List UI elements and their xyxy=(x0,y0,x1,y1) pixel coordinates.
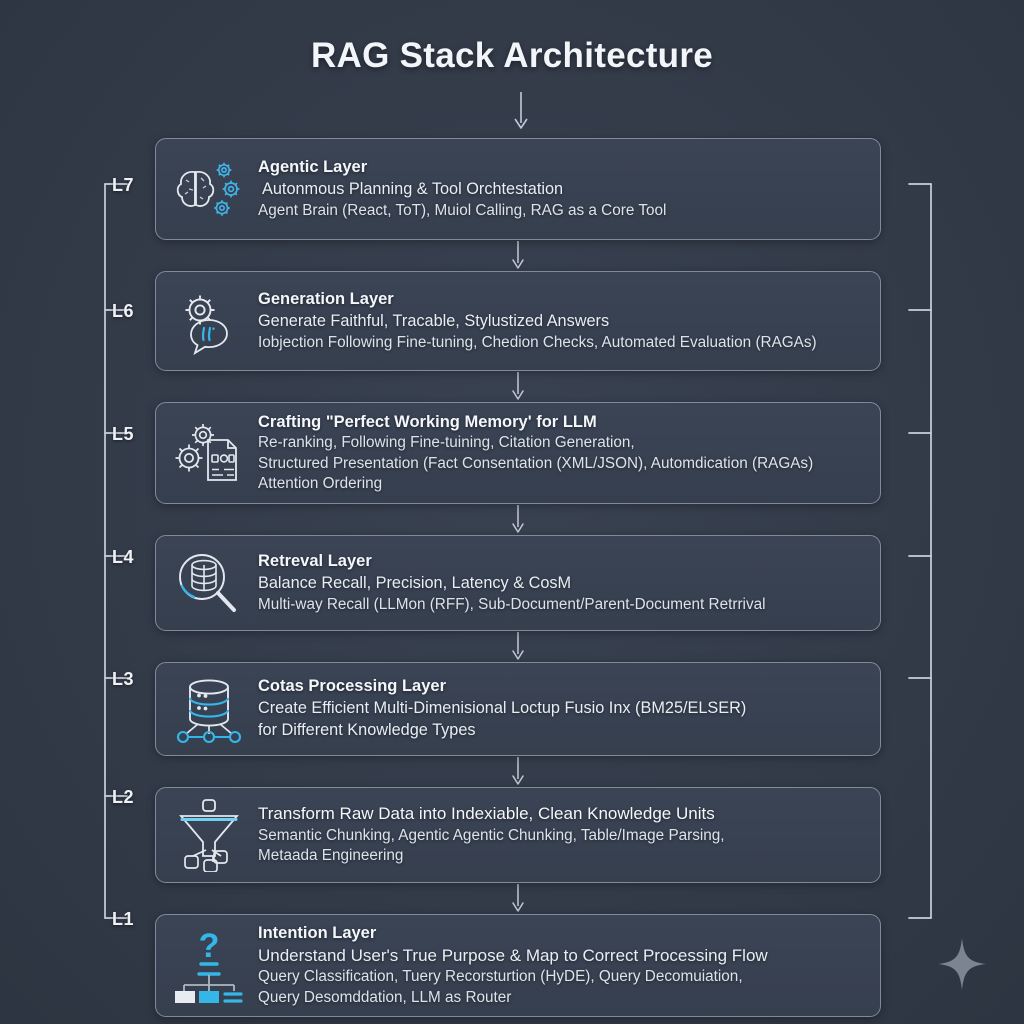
connector-l3-l2 xyxy=(155,756,881,787)
layer-text-transform: Transform Raw Data into Indexiable, Clea… xyxy=(254,803,864,866)
svg-text:?: ? xyxy=(199,927,220,965)
brain-gears-icon xyxy=(170,153,248,225)
layer-card-context[interactable]: Crafting "Perfect Working Memory' for LL… xyxy=(155,402,881,504)
layer-row-l6: Generation Layer Generate Faithful, Trac… xyxy=(155,271,881,371)
layer-card-data-processing[interactable]: Cotas Processing Layer Create Efficient … xyxy=(155,662,881,756)
level-label-l5: L5 xyxy=(112,424,135,444)
database-network-icon xyxy=(170,673,248,745)
layer-subtitle-intention: Understand User's True Purpose & Map to … xyxy=(258,945,768,965)
layer-card-retrieval[interactable]: Retreval Layer Balance Recall, Precision… xyxy=(155,535,881,631)
layer-detail-generation-1: Iobjection Following Fine-tuning, Chedio… xyxy=(258,333,817,351)
layer-subtitle-generation: Generate Faithful, Tracable, Stylustized… xyxy=(258,311,610,330)
layer-card-agentic[interactable]: Agentic Layer Autonmous Planning & Tool … xyxy=(155,138,881,240)
layer-detail-data-processing-2: for Different Knowledge Types xyxy=(258,720,476,739)
layer-row-l1: ? xyxy=(155,914,881,1018)
layer-detail-transform-2: Metaada Engineering xyxy=(258,847,404,865)
right-level-bracket xyxy=(908,183,932,919)
connector-l5-l4 xyxy=(155,504,881,535)
gears-document-icon xyxy=(170,417,248,489)
layer-text-intention: Intention Layer Understand User's True P… xyxy=(254,923,864,1008)
gear-speech-bubble-icon xyxy=(170,285,248,357)
layer-subtitle-agentic: Autonmous Planning & Tool Orchtestation xyxy=(262,179,564,198)
layer-stack: Agentic Layer Autonmous Planning & Tool … xyxy=(155,138,881,1018)
layer-row-l7: Agentic Layer Autonmous Planning & Tool … xyxy=(155,138,881,240)
layer-text-generation: Generation Layer Generate Faithful, Trac… xyxy=(254,289,864,353)
layer-detail-intention-1: Query Classification, Tuery Recorsturtio… xyxy=(258,968,743,986)
layer-title-retrieval: Retreval Layer xyxy=(258,552,372,571)
layer-detail-context-3: Attention Ordering xyxy=(258,475,383,493)
layer-detail-context-2: Structured Presentation (Fact Consentati… xyxy=(258,454,814,472)
level-label-l4: L4 xyxy=(112,547,135,567)
level-label-l2: L2 xyxy=(112,787,135,807)
layer-card-transform[interactable]: Transform Raw Data into Indexiable, Clea… xyxy=(155,787,881,883)
level-label-l3: L3 xyxy=(112,669,135,689)
connector-l2-l1 xyxy=(155,883,881,914)
four-point-star-sparkle-icon xyxy=(938,938,986,990)
question-router-icon: ? xyxy=(170,927,248,1003)
layer-row-l5: Crafting "Perfect Working Memory' for LL… xyxy=(155,402,881,504)
connector-l6-l5 xyxy=(155,371,881,402)
layer-card-intention[interactable]: ? xyxy=(155,914,881,1018)
magnifier-database-icon xyxy=(170,547,248,619)
layer-title-data-processing: Cotas Processing Layer xyxy=(258,677,446,696)
layer-title-agentic: Agentic Layer xyxy=(258,158,368,177)
level-label-l1: L1 xyxy=(112,909,135,929)
level-label-l7: L7 xyxy=(112,175,135,195)
layer-title-generation: Generation Layer xyxy=(258,290,394,309)
layer-title-transform: Transform Raw Data into Indexiable, Clea… xyxy=(258,804,715,824)
top-flow-arrow xyxy=(514,92,528,129)
layer-title-context: Crafting "Perfect Working Memory' for LL… xyxy=(258,412,597,431)
connector-l4-l3 xyxy=(155,631,881,662)
layer-row-l3: Cotas Processing Layer Create Efficient … xyxy=(155,662,881,756)
layer-card-generation[interactable]: Generation Layer Generate Faithful, Trac… xyxy=(155,271,881,371)
layer-detail-transform-1: Semantic Chunking, Agentic Agentic Chunk… xyxy=(258,826,725,844)
layer-subtitle-retrieval: Balance Recall, Precision, Latency & Cos… xyxy=(258,573,572,592)
level-label-l6: L6 xyxy=(112,301,135,321)
layer-text-retrieval: Retreval Layer Balance Recall, Precision… xyxy=(254,551,864,615)
layer-detail-data-processing-1: Create Efficient Multi-Dimenisional Loct… xyxy=(258,699,747,718)
layer-row-l4: Retreval Layer Balance Recall, Precision… xyxy=(155,535,881,631)
layer-text-context: Crafting "Perfect Working Memory' for LL… xyxy=(254,412,864,495)
layer-detail-agentic-1: Agent Brain (React, ToT), Muiol Calling,… xyxy=(258,201,667,219)
layer-text-data-processing: Cotas Processing Layer Create Efficient … xyxy=(254,676,864,741)
layer-row-l2: Transform Raw Data into Indexiable, Clea… xyxy=(155,787,881,883)
funnel-icon xyxy=(170,799,248,872)
layer-detail-context-1: Re-ranking, Following Fine-tuining, Cita… xyxy=(258,434,635,452)
layer-detail-intention-2: Query Desomddation, LLM as Router xyxy=(258,988,512,1006)
layer-detail-retrieval-1: Multi-way Recall (LLMon (RFF), Sub-Docum… xyxy=(258,595,766,613)
layer-title-intention: Intention Layer xyxy=(258,924,377,942)
layer-text-agentic: Agentic Layer Autonmous Planning & Tool … xyxy=(254,157,864,221)
page-title: RAG Stack Architecture xyxy=(310,36,714,75)
connector-l7-l6 xyxy=(155,240,881,271)
